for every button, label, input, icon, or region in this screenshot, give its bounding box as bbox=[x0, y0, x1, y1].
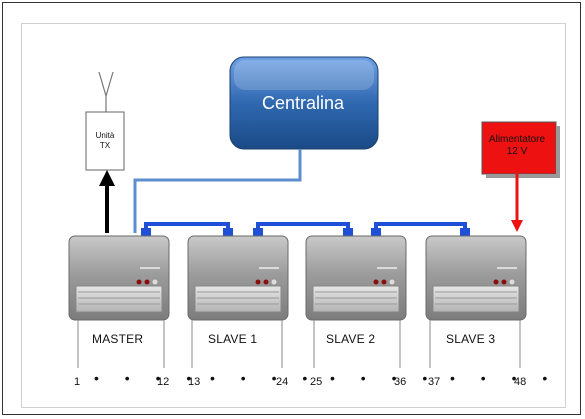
terminal-end-master: 12 bbox=[157, 376, 170, 388]
tx-unit-line2: TX bbox=[99, 141, 111, 150]
tx-unit-box bbox=[85, 111, 125, 171]
module-label-slave-1: SLAVE 1 bbox=[208, 332, 258, 346]
module-label-slave-3: SLAVE 3 bbox=[446, 332, 496, 346]
terminal-dots-master: • • • • bbox=[94, 370, 203, 386]
terminal-start-slave-1: 13 bbox=[188, 376, 201, 388]
terminal-dots-slave-3: • • • • bbox=[450, 370, 559, 386]
terminal-start-master: 1 bbox=[74, 376, 81, 388]
bus-links bbox=[144, 222, 467, 236]
central-link-line bbox=[133, 149, 302, 233]
terminal-brackets bbox=[77, 320, 521, 368]
module-label-master: MASTER bbox=[92, 332, 144, 346]
terminal-start-slave-3: 37 bbox=[428, 376, 441, 388]
terminal-dots-slave-1: • • • • bbox=[210, 370, 319, 386]
power-supply-line1: Alimentatore bbox=[488, 134, 546, 145]
module-master bbox=[68, 235, 170, 321]
diagram-area bbox=[21, 23, 566, 408]
terminal-end-slave-3: 48 bbox=[514, 376, 527, 388]
central-unit-label: Centralina bbox=[261, 92, 345, 113]
terminal-end-slave-1: 24 bbox=[276, 376, 289, 388]
terminal-end-slave-2: 36 bbox=[394, 376, 407, 388]
module-label-slave-2: SLAVE 2 bbox=[326, 332, 376, 346]
module-slave-3 bbox=[425, 235, 527, 321]
central-unit-box bbox=[229, 56, 379, 150]
module-slave-2 bbox=[305, 235, 407, 321]
module-slave-1 bbox=[187, 235, 289, 321]
antenna-icon bbox=[98, 71, 114, 112]
terminal-dots-slave-2: • • • • bbox=[330, 370, 439, 386]
power-supply-label: Alimentatore 12 V bbox=[480, 120, 554, 172]
tx-unit-line1: Unità bbox=[95, 131, 115, 140]
terminal-start-slave-2: 25 bbox=[310, 376, 323, 388]
tx-unit-label: Unità TX bbox=[86, 112, 124, 170]
power-supply-line2: 12 V bbox=[506, 146, 528, 157]
